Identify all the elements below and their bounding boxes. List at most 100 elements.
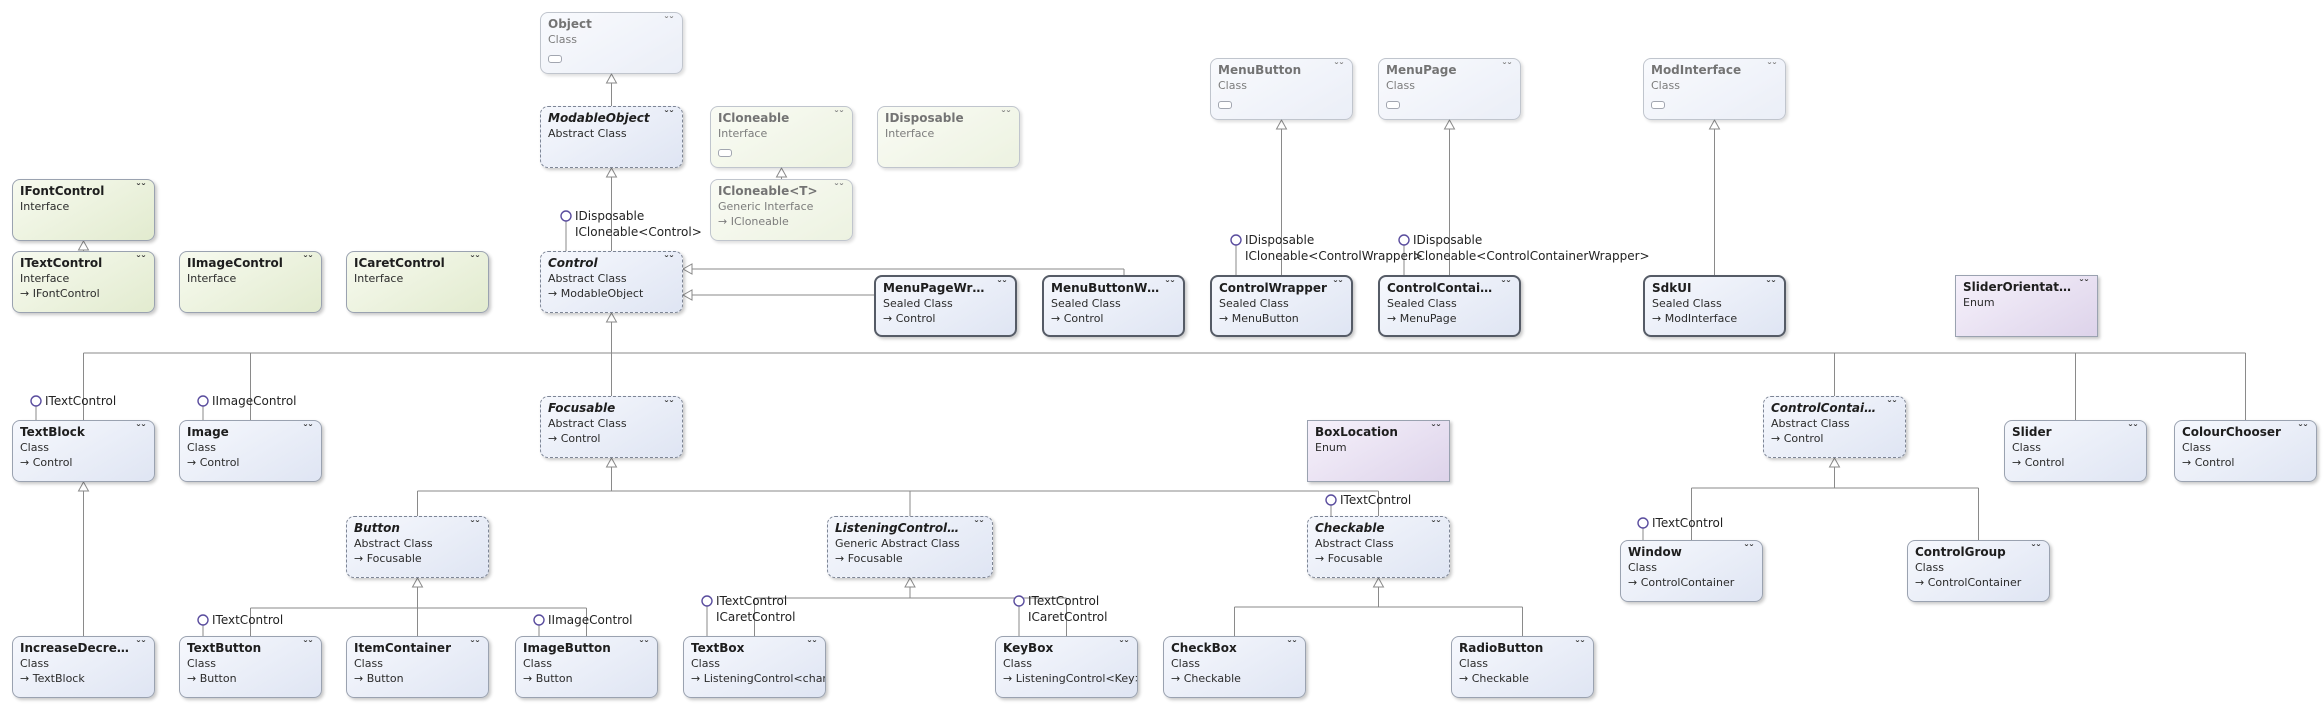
collapse-chevron-icon[interactable]: ˇˇ — [1119, 640, 1129, 651]
collapse-chevron-icon[interactable]: ˇˇ — [1287, 640, 1297, 651]
class-base: → Button — [187, 671, 314, 686]
interface-label: ICaretControl — [1028, 610, 1108, 624]
collapse-chevron-icon[interactable]: ˇˇ — [470, 520, 480, 531]
class-name: Control — [548, 256, 598, 270]
collapse-chevron-icon[interactable]: ˇˇ — [1431, 520, 1441, 531]
class-base: → ListeningControl<char> — [691, 671, 825, 686]
collapse-chevron-icon[interactable]: ˇˇ — [470, 255, 480, 266]
collapse-chevron-icon[interactable]: ˇˇ — [997, 280, 1007, 291]
collapse-chevron-icon[interactable]: ˇˇ — [303, 255, 313, 266]
collapse-chevron-icon[interactable]: ˇˇ — [1744, 544, 1754, 555]
collapse-chevron-icon[interactable]: ˇˇ — [2079, 279, 2089, 290]
class-stereotype: Abstract Class — [548, 272, 627, 285]
collapse-chevron-icon[interactable]: ˇˇ — [136, 183, 146, 194]
class-base: → Focusable — [354, 551, 481, 566]
collapse-chevron-icon[interactable]: ˇˇ — [834, 110, 844, 121]
class-box-controlcontainerwrapper[interactable]: ControlContaine...Sealed Class→ MenuPage… — [1378, 275, 1521, 337]
class-base: → Control — [2012, 455, 2139, 470]
collapse-chevron-icon[interactable]: ˇˇ — [2298, 424, 2308, 435]
class-name: Checkable — [1315, 521, 1385, 535]
class-stereotype: Abstract Class — [548, 127, 627, 140]
collapse-chevron-icon[interactable]: ˇˇ — [664, 110, 674, 121]
collapse-chevron-icon[interactable]: ˇˇ — [1334, 62, 1344, 73]
class-box-icloneable_t[interactable]: ICloneable<T>Generic Interface→ ICloneab… — [710, 179, 853, 241]
base-type: Control — [32, 456, 73, 469]
interface-label: IDisposable — [575, 209, 645, 223]
collapse-chevron-icon[interactable]: ˇˇ — [1165, 280, 1175, 291]
collapsed-members-icon[interactable] — [1386, 93, 1513, 112]
collapse-chevron-icon[interactable]: ˇˇ — [664, 16, 674, 27]
collapsed-members-icon[interactable] — [1218, 93, 1345, 112]
collapsed-members-icon[interactable] — [548, 47, 675, 66]
collapse-chevron-icon[interactable]: ˇˇ — [1766, 280, 1776, 291]
collapse-chevron-icon[interactable]: ˇˇ — [1767, 62, 1777, 73]
class-base: → Control — [548, 431, 675, 446]
class-name: TextBlock — [20, 425, 85, 439]
collapse-chevron-icon[interactable]: ˇˇ — [834, 183, 844, 194]
collapsed-members-icon[interactable] — [718, 141, 845, 160]
base-type: Checkable — [1183, 672, 1241, 685]
inherits-arrow-icon: → — [1219, 312, 1232, 325]
collapsed-members-icon[interactable] — [1651, 93, 1778, 112]
class-box-listeningcontrol[interactable]: ListeningControl<T>Generic Abstract Clas… — [827, 516, 993, 578]
collapse-chevron-icon[interactable]: ˇˇ — [470, 640, 480, 651]
collapse-chevron-icon[interactable]: ˇˇ — [2128, 424, 2138, 435]
collapse-chevron-icon[interactable]: ˇˇ — [303, 640, 313, 651]
collapse-chevron-icon[interactable]: ˇˇ — [2031, 544, 2041, 555]
collapse-chevron-icon[interactable]: ˇˇ — [974, 520, 984, 531]
collapse-chevron-icon[interactable]: ˇˇ — [1575, 640, 1585, 651]
collapse-chevron-icon[interactable]: ˇˇ — [136, 640, 146, 651]
class-base: → ICloneable — [718, 214, 845, 229]
collapse-chevron-icon[interactable]: ˇˇ — [1501, 280, 1511, 291]
class-stereotype: Class — [1386, 79, 1415, 92]
collapse-chevron-icon[interactable]: ˇˇ — [664, 255, 674, 266]
collapse-chevron-icon[interactable]: ˇˇ — [664, 400, 674, 411]
collapse-chevron-icon[interactable]: ˇˇ — [639, 640, 649, 651]
collapse-chevron-icon[interactable]: ˇˇ — [1502, 62, 1512, 73]
collapse-chevron-icon[interactable]: ˇˇ — [1887, 400, 1897, 411]
collapse-chevron-icon[interactable]: ˇˇ — [1431, 424, 1441, 435]
collapse-chevron-icon[interactable]: ˇˇ — [136, 424, 146, 435]
collapse-chevron-icon[interactable]: ˇˇ — [807, 640, 817, 651]
collapse-chevron-icon[interactable]: ˇˇ — [1001, 110, 1011, 121]
collapse-chevron-icon[interactable]: ˇˇ — [1333, 280, 1343, 291]
collapse-chevron-icon[interactable]: ˇˇ — [136, 255, 146, 266]
collapse-chevron-icon[interactable]: ˇˇ — [303, 424, 313, 435]
